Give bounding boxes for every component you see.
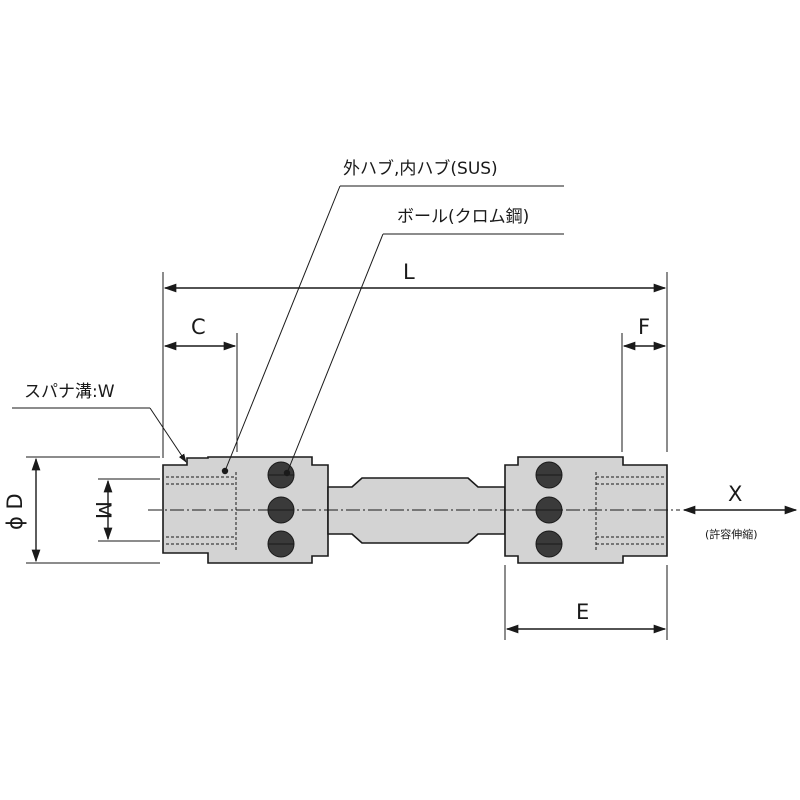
dim-L-label: L bbox=[403, 260, 415, 284]
leader-wrench bbox=[12, 407, 187, 463]
ball-label: ボール(クロム鋼) bbox=[397, 207, 529, 227]
dim-M-label: M bbox=[91, 501, 115, 519]
dim-F-label: F bbox=[638, 315, 650, 339]
extension-lines bbox=[26, 272, 668, 640]
leader-hub bbox=[221, 185, 564, 475]
dim-C-label: C bbox=[191, 315, 206, 339]
dim-E-label: E bbox=[576, 600, 589, 624]
dim-X-sublabel: (許容伸縮) bbox=[705, 527, 758, 541]
hub-label: 外ハブ,内ハブ(SUS) bbox=[343, 158, 498, 179]
hidden-lines bbox=[166, 472, 664, 550]
balls-right bbox=[535, 461, 563, 558]
dim-X-label: X bbox=[728, 482, 742, 506]
balls-left bbox=[267, 461, 295, 558]
leader-ball bbox=[283, 233, 564, 477]
dim-D-label: ϕ D bbox=[3, 493, 27, 530]
wrench-label: スパナ溝:W bbox=[24, 382, 115, 402]
